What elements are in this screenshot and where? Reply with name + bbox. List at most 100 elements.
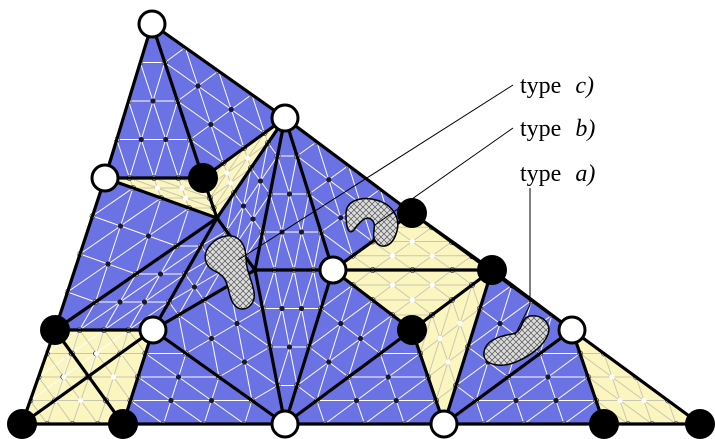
fine-edge [611, 376, 645, 401]
fine-edge [103, 301, 145, 331]
fine-edge [340, 217, 354, 256]
fine-edge [170, 376, 179, 401]
fine-edge [356, 400, 365, 424]
fine-node [168, 397, 174, 404]
fine-edge [411, 284, 433, 301]
fine-edge [289, 193, 302, 233]
fine-edge [356, 376, 389, 401]
fine-node [191, 284, 198, 290]
fine-edge [197, 70, 219, 87]
fine-node [553, 397, 559, 404]
fine-edge [236, 323, 245, 363]
fine-edge [96, 329, 105, 354]
coarse-edge [103, 22, 154, 180]
fine-edge [603, 353, 613, 378]
fine-edge [348, 165, 361, 204]
fine-edge [67, 263, 109, 293]
fine-edge [459, 308, 481, 324]
fine-edge [301, 308, 310, 348]
fine-node [117, 223, 124, 229]
fine-node [409, 238, 415, 245]
fine-edge [360, 338, 381, 354]
coarse-edge [283, 328, 414, 426]
fine-edge [313, 269, 322, 309]
fine-edge [120, 187, 134, 227]
fine-node [150, 98, 156, 104]
fine-node [393, 397, 399, 404]
coarse-edge [53, 216, 219, 332]
fine-node [117, 299, 123, 305]
fine-edge [128, 100, 142, 140]
fine-edge [667, 400, 677, 424]
fine-node [208, 335, 215, 342]
fine-edge [483, 400, 517, 424]
fine-edge [281, 308, 290, 348]
fine-edge [153, 139, 167, 179]
fine-edge [79, 225, 121, 255]
fine-node [250, 216, 256, 222]
fine-edge [435, 361, 449, 401]
fine-node [241, 359, 248, 365]
fine-edge [411, 226, 433, 242]
fine-edge [203, 271, 221, 301]
coarse-edge [331, 268, 414, 332]
coarse-node-black [40, 315, 70, 345]
fine-edge [72, 400, 82, 424]
fine-edge [499, 284, 513, 324]
fine-edge [211, 338, 245, 363]
fine-edge [372, 269, 393, 286]
fine-edge [164, 47, 186, 63]
coarse-edge [215, 116, 287, 220]
fine-edge [140, 100, 154, 140]
leader-type-a [514, 188, 531, 336]
fine-edge [379, 353, 389, 378]
fine-node [138, 136, 144, 143]
coarse-edge [570, 328, 606, 426]
fine-node [457, 320, 463, 327]
fine-node [286, 191, 293, 197]
fine-node [224, 170, 230, 176]
fine-node [208, 121, 214, 128]
fine-edge [427, 338, 441, 378]
fine-edge [245, 218, 254, 258]
fine-edge [144, 273, 186, 303]
coarse-node-white [138, 315, 168, 345]
fine-edge [547, 353, 581, 378]
fine-edge [120, 225, 149, 237]
coarse-edge [283, 116, 414, 215]
fine-edge [105, 376, 114, 401]
coarse-node-white [90, 163, 120, 193]
fine-edge [129, 177, 158, 189]
fine-edge [243, 180, 261, 207]
fine-edge [411, 299, 433, 316]
fine-edge [296, 141, 318, 157]
label-type-c-letter: c) [575, 73, 594, 99]
fine-edge [411, 241, 433, 257]
fine-edge [210, 124, 245, 149]
fine-node [227, 180, 234, 186]
fine-edge [467, 323, 501, 348]
fine-edge [313, 231, 322, 271]
fine-edge [387, 376, 397, 401]
fine-edge [181, 187, 211, 199]
coarse-node-black [7, 409, 37, 439]
fine-edge [107, 263, 137, 275]
fine-edge [340, 323, 361, 339]
fine-edge [113, 376, 131, 401]
fine-edge [447, 361, 457, 386]
coarse-node-white [270, 409, 300, 439]
blob-type-c [204, 235, 255, 310]
fine-edge [316, 361, 330, 401]
fine-node [182, 195, 189, 201]
fine-edge [439, 323, 461, 339]
fine-node [497, 320, 503, 327]
fine-edge [328, 338, 361, 363]
fine-edge [218, 70, 232, 110]
fine-edge [178, 139, 191, 179]
fine-edge [479, 284, 513, 309]
fine-edge [328, 165, 349, 181]
fine-edge [320, 308, 342, 324]
fine-edge [403, 400, 437, 424]
fine-edge [308, 179, 330, 195]
